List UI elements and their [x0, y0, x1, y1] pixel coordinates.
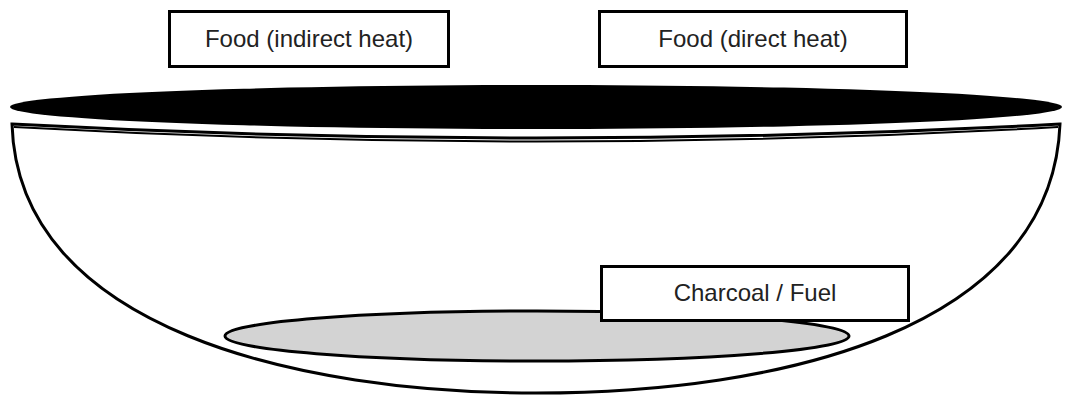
label-box: Food (direct heat) [598, 10, 908, 68]
label-box: Charcoal / Fuel [600, 265, 910, 322]
label-text: Food (indirect heat) [205, 26, 413, 52]
label-text: Food (direct heat) [658, 26, 847, 52]
grill-lid [10, 85, 1062, 129]
bowl-rim [14, 127, 1058, 142]
grill-bowl [12, 124, 1060, 393]
label-box: Food (indirect heat) [168, 10, 450, 68]
label-text: Charcoal / Fuel [674, 280, 837, 306]
